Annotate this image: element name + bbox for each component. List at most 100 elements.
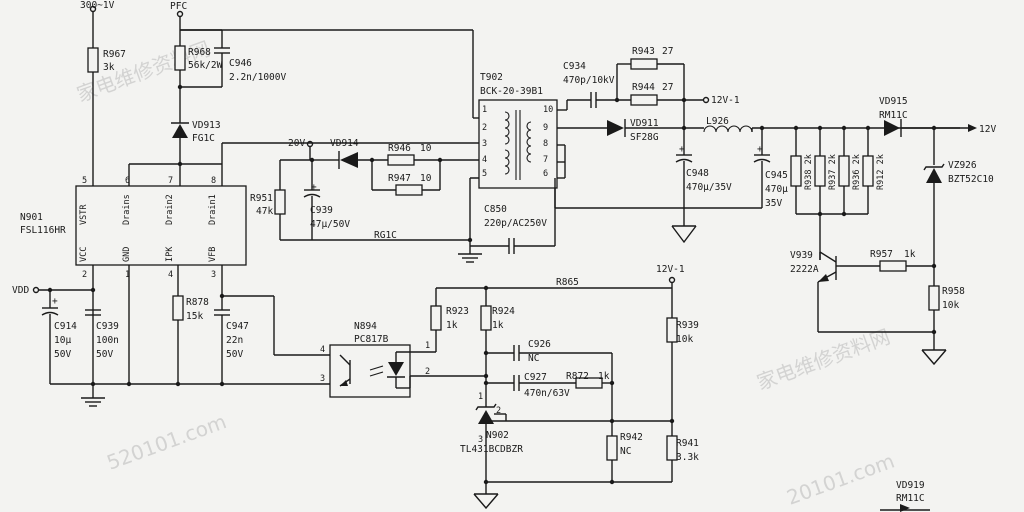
r923-value: 1k bbox=[446, 320, 458, 331]
c948-plus: + bbox=[679, 144, 685, 155]
n902-pin-2: 2 bbox=[496, 406, 501, 416]
watermark-c: 家电维修资料网 bbox=[754, 324, 894, 394]
n894-pin-3: 3 bbox=[320, 374, 325, 384]
ic-pin-num-7: 7 bbox=[168, 176, 173, 186]
c927-value: 470n/63V bbox=[524, 388, 570, 399]
c945-voltage: 35V bbox=[765, 198, 782, 209]
n902-pin-1: 1 bbox=[478, 392, 483, 402]
r951-ref: R951 bbox=[250, 193, 273, 204]
n894-pin-1: 1 bbox=[425, 341, 430, 351]
watermark-b: 520101.com bbox=[104, 409, 230, 474]
r872-value: 1k bbox=[598, 371, 610, 382]
r943-value: 27 bbox=[662, 46, 673, 57]
input-300v: 300~1V R967 3k bbox=[80, 0, 126, 186]
l926-ref: L926 bbox=[706, 116, 729, 127]
c914-ref: C914 bbox=[54, 321, 77, 332]
r947-value: 10 bbox=[420, 173, 432, 184]
c926-ref: C926 bbox=[528, 339, 551, 350]
vd913-ref: VD913 bbox=[192, 120, 221, 131]
t902-pin-1: 1 bbox=[482, 105, 487, 115]
n902-part: TL431BCDBZR bbox=[460, 444, 523, 455]
ic-pin-name-drain1: Drain1 bbox=[208, 194, 218, 225]
c947-voltage: 50V bbox=[226, 349, 243, 360]
r944-ref: R944 bbox=[632, 82, 655, 93]
r941-ref: R941 bbox=[676, 438, 699, 449]
net-label-pfc: PFC bbox=[170, 1, 187, 12]
ic-pin-name-drain2: Drain2 bbox=[165, 194, 175, 225]
r872-ref: R872 bbox=[566, 371, 589, 382]
t902-part: BCK-20-39B1 bbox=[480, 86, 543, 97]
net-label-rg1c: RG1C bbox=[374, 230, 397, 241]
r923-ref: R923 bbox=[446, 306, 469, 317]
r941-value: 3.3k bbox=[676, 452, 699, 463]
r878-ref: R878 bbox=[186, 297, 209, 308]
c947-ref: C947 bbox=[226, 321, 249, 332]
ic-pin-num-6: 6 bbox=[125, 176, 130, 186]
net-label-20v: 20V bbox=[288, 138, 305, 149]
net-label-12v: 12V bbox=[979, 124, 996, 135]
vd919-ref: VD919 bbox=[896, 480, 925, 491]
vd914-ref: VD914 bbox=[330, 138, 359, 149]
aux-winding: 20V VD914 R946 10 R947 10 R951 47k + C9 bbox=[250, 138, 556, 263]
t902-pin-5: 5 bbox=[482, 169, 487, 179]
r936-label: R936 2k bbox=[852, 154, 862, 190]
r968-value: 56k/2W bbox=[188, 60, 223, 71]
ic-pin-num-3: 3 bbox=[211, 270, 216, 280]
c926-value: NC bbox=[528, 353, 539, 364]
ic-pin-name-ipk: IPK bbox=[165, 246, 175, 262]
ic-pin-name-gnd: GND bbox=[122, 247, 132, 262]
v939-part: 2222A bbox=[790, 264, 819, 275]
ic-pin-name-vfb: VFB bbox=[208, 247, 218, 262]
r946-value: 10 bbox=[420, 143, 432, 154]
output-12v: VD915 RM11C 12V VZ926 BZT52C10 R958 10k … bbox=[840, 96, 996, 366]
c914-value: 10μ bbox=[54, 335, 71, 346]
snubber-pfc: PFC C946 2.2n/1000V R968 56k/2W VD913 FG… bbox=[128, 1, 489, 186]
ic-pin-num-5: 5 bbox=[82, 176, 87, 186]
r939-ref: R939 bbox=[676, 320, 699, 331]
r937-label: R937 2k bbox=[828, 154, 838, 190]
r942-value: NC bbox=[620, 446, 631, 457]
r957-ref: R957 bbox=[870, 249, 893, 260]
c850-value: 220p/AC250V bbox=[484, 218, 547, 229]
vd911-value: SF28G bbox=[630, 132, 659, 143]
r957-value: 1k bbox=[904, 249, 916, 260]
t902-pin-3: 3 bbox=[482, 139, 487, 149]
ic-pin-name-vcc: VCC bbox=[79, 247, 89, 262]
n894-pin-2: 2 bbox=[425, 367, 430, 377]
r967-ref: R967 bbox=[103, 49, 126, 60]
vz926-ref: VZ926 bbox=[948, 160, 977, 171]
ic-pin-name-drains: Drains bbox=[122, 194, 132, 225]
r946-ref: R946 bbox=[388, 143, 411, 154]
c939a-ref: C939 bbox=[310, 205, 333, 216]
t902-pin-2: 2 bbox=[482, 123, 487, 133]
vd911-ref: VD911 bbox=[630, 118, 659, 129]
c850-ref: C850 bbox=[484, 204, 507, 215]
c934-ref: C934 bbox=[563, 61, 586, 72]
ic-n901: N901 FSL116HR VCC GND IPK VFB VSTR Drain… bbox=[20, 176, 247, 280]
optocoupler-n894: N894 PC817B 4 3 1 2 bbox=[320, 321, 486, 398]
r947-ref: R947 bbox=[388, 173, 411, 184]
ic-pin-num-4: 4 bbox=[168, 270, 173, 280]
c948-ref: C948 bbox=[686, 168, 709, 179]
c948-value: 470μ/35V bbox=[686, 182, 732, 193]
c914-plus: + bbox=[52, 296, 58, 307]
r944-value: 27 bbox=[662, 82, 673, 93]
feedback-network: 12V-1 R865 R923 1k R924 1k C926 NC C927 … bbox=[430, 264, 699, 485]
t902-pin-9: 9 bbox=[543, 123, 548, 133]
r865-ref: R865 bbox=[556, 277, 579, 288]
v939-ref: V939 bbox=[790, 250, 813, 261]
c945-ref: C945 bbox=[765, 170, 788, 181]
t902-pin-6: 6 bbox=[543, 169, 548, 179]
net-label-12v-1-top: 12V-1 bbox=[711, 95, 740, 106]
c947-value: 22n bbox=[226, 335, 243, 346]
n902-ref: N902 bbox=[486, 430, 509, 441]
n894-part: PC817B bbox=[354, 334, 389, 345]
r958-value: 10k bbox=[942, 300, 959, 311]
t902-pin-4: 4 bbox=[482, 155, 487, 165]
r924-ref: R924 bbox=[492, 306, 515, 317]
vd913-value: FG1C bbox=[192, 133, 215, 144]
c939a-value: 47μ/50V bbox=[310, 219, 350, 230]
c914-voltage: 50V bbox=[54, 349, 71, 360]
vd915-value: RM11C bbox=[879, 110, 908, 121]
